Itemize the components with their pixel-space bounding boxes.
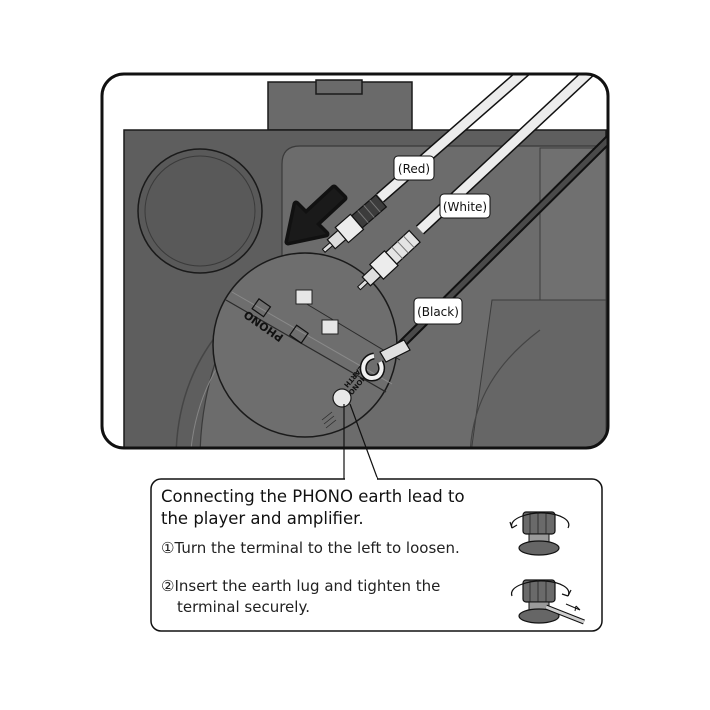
panel-step-2-line2: terminal securely. <box>177 598 310 616</box>
illustration-frame <box>100 72 610 450</box>
label-black: (Black) <box>413 297 463 325</box>
earth-lug <box>359 339 411 382</box>
label-white: (White) <box>439 193 491 219</box>
terminal-loosen-icon <box>509 511 570 556</box>
panel-step-2-line1: ②Insert the earth lug and tighten the <box>161 577 440 595</box>
label-red: (Red) <box>393 155 435 181</box>
phono-jack-left <box>295 289 313 305</box>
label-white-text: (White) <box>443 200 487 214</box>
panel-step-1: ①Turn the terminal to the left to loosen… <box>161 539 460 557</box>
instruction-callout: Connecting the PHONO earth lead to the p… <box>150 403 603 632</box>
panel-title-line1: Connecting the PHONO earth lead to <box>161 487 465 506</box>
earth-terminal <box>332 388 352 408</box>
terminal-tighten-icon <box>511 579 585 625</box>
top-tab <box>267 81 413 131</box>
label-red-text: (Red) <box>398 162 430 176</box>
phono-jack-right <box>321 319 339 335</box>
round-knob <box>137 148 263 274</box>
insert-direction-arrow <box>284 184 348 246</box>
device-illustration: PHONO PHONO EARTH <box>100 72 610 450</box>
red-rca-cable <box>321 74 544 253</box>
label-black-text: (Black) <box>417 305 459 319</box>
panel-title-line2: the player and amplifier. <box>161 509 364 528</box>
